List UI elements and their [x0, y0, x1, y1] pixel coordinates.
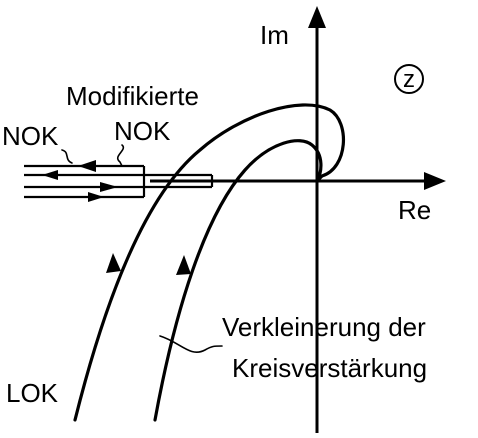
reduced-gain-leader: [159, 335, 223, 353]
lok-curve-arrowhead: [106, 253, 121, 273]
reduced-gain-label-line2: Kreisverstärkung: [232, 353, 427, 383]
reduced-gain-curve-path: [153, 139, 323, 422]
nok-leader: [61, 149, 73, 164]
imaginary-axis-label: Im: [260, 20, 289, 50]
nok-lines: [24, 160, 214, 202]
lok-label: LOK: [6, 378, 59, 408]
nok-arrow-right-1: [100, 182, 118, 192]
imaginary-axis-arrowhead: [308, 6, 326, 28]
modified-nok-leader: [116, 144, 125, 167]
nok-label: NOK: [2, 121, 59, 151]
real-axis-label: Re: [398, 195, 431, 225]
modified-nok-label: NOK: [114, 116, 171, 146]
z-plane-circle: [394, 64, 424, 94]
reduced-gain-curve: [153, 139, 323, 422]
nok-arrow-left-2: [42, 170, 58, 180]
z-plane-marker: z: [394, 64, 424, 94]
lok-curve-path: [73, 103, 345, 422]
nok-arrow-right-2: [88, 192, 104, 202]
reduced-gain-label-line1: Verkleinerung der: [222, 312, 426, 342]
axes: [150, 6, 446, 433]
leader-lines: [61, 144, 223, 353]
lok-curve: [73, 103, 345, 422]
z-plane-label: z: [403, 66, 415, 93]
nok-arrow-left-1: [78, 160, 96, 172]
reduced-gain-curve-arrowhead: [176, 255, 191, 275]
modified-nok-title: Modifikierte: [66, 81, 199, 111]
real-axis-arrowhead: [424, 172, 446, 190]
